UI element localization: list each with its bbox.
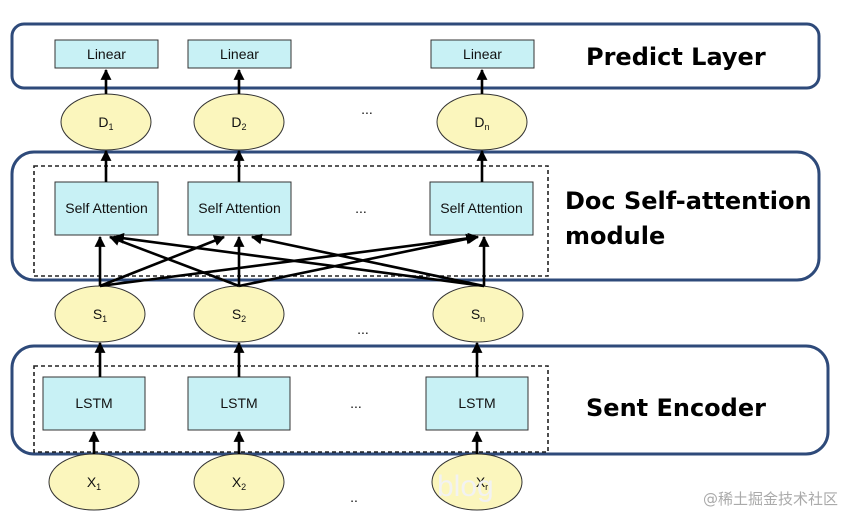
sent-dashed-region <box>33 365 549 453</box>
lstm-box-2-label: LSTM <box>220 395 257 411</box>
doc-layer-title-line2: module <box>565 222 665 250</box>
linear-box-2 <box>187 39 292 69</box>
d-node-2-label: D2 <box>231 114 246 132</box>
x-node-1-label: X1 <box>87 474 101 492</box>
watermark: @稀土掘金技术社区 <box>703 490 838 508</box>
linear-box-1-label: Linear <box>87 46 126 62</box>
x-node-2-label: X2 <box>232 474 246 492</box>
self-attention-box-1-label: Self Attention <box>65 200 148 216</box>
self-attention-box-n-label: Self Attention <box>440 200 523 216</box>
lstm-box-n-label: LSTM <box>458 395 495 411</box>
s-nodes: S1 S2 ... Sn <box>54 285 524 343</box>
x-ellipsis: .. <box>350 489 358 505</box>
arrow-s1-to-sa2 <box>99 235 226 288</box>
predict-layer-title: Predict Layer <box>586 43 766 71</box>
s-ellipsis: ... <box>357 321 369 337</box>
s-node-1-label: S1 <box>93 306 107 324</box>
linear-box-1 <box>54 39 159 69</box>
self-attention-box-1 <box>54 181 159 236</box>
lstm-box-1 <box>42 376 146 431</box>
lstm-box-1-label: LSTM <box>75 395 112 411</box>
x-node-n-label: Xr <box>476 474 488 492</box>
d-node-n-label: Dn <box>474 114 489 132</box>
predict-layer: Linear Linear Linear Predict Layer <box>10 22 821 90</box>
arrow-sn-to-sa1 <box>112 232 485 288</box>
x-nodes: X1 X2 .. Xr blog <box>48 453 523 511</box>
doc-self-attention-module: Self Attention Self Attention ... Self A… <box>10 150 821 282</box>
self-attention-box-2-label: Self Attention <box>198 200 281 216</box>
sent-encoder: LSTM LSTM ... LSTM Sent Encoder <box>10 344 830 456</box>
arrow-s1-to-san <box>99 232 480 288</box>
arrow-s2-to-san <box>238 233 478 288</box>
d-nodes: D1 D2 ... Dn <box>60 93 528 151</box>
linear-box-n-label: Linear <box>463 46 502 62</box>
doc-layer-title-line1: Doc Self-attention <box>565 187 812 215</box>
sent-layer-title: Sent Encoder <box>586 394 766 422</box>
blog-overlay-text: blog <box>437 470 494 503</box>
arrows <box>88 68 490 454</box>
lstm-box-2 <box>187 376 291 431</box>
sent-ellipsis: ... <box>350 395 362 411</box>
linear-box-n <box>430 39 535 69</box>
s-node-2-label: S2 <box>232 306 246 324</box>
d-ellipsis: ... <box>361 101 373 117</box>
arrow-s2-to-sa1 <box>108 235 240 288</box>
linear-box-2-label: Linear <box>220 46 259 62</box>
arrow-sn-to-sa2 <box>250 233 485 288</box>
d-node-1-label: D1 <box>98 114 113 132</box>
s-node-n-label: Sn <box>471 306 485 324</box>
doc-ellipsis: ... <box>355 200 367 216</box>
doc-dashed-region <box>33 165 549 277</box>
self-attention-box-n <box>429 181 534 236</box>
